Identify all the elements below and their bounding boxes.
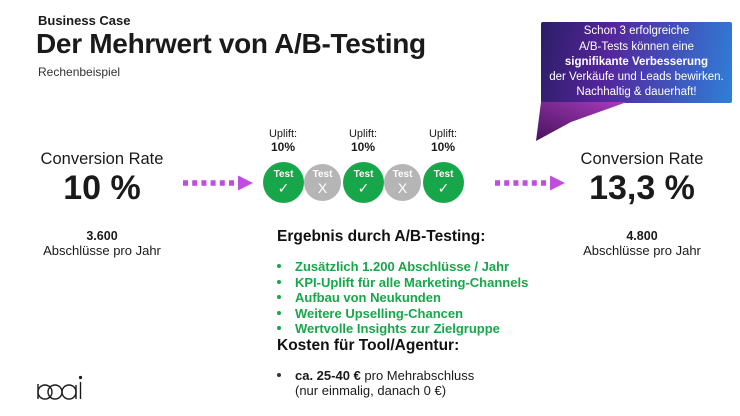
conversion-rate-label-before: Conversion Rate — [40, 150, 164, 168]
test-circle-fail: Test X — [384, 164, 421, 201]
result-item: Aufbau von Neukunden — [277, 290, 547, 306]
test-circle-pass: Test ✓ — [343, 162, 384, 203]
callout-bubble: Schon 3 erfolgreiche A/B-Tests können ei… — [541, 22, 732, 103]
callout-line: der Verkäufe und Leads bewirken. — [549, 71, 724, 84]
uplift-label-1: Uplift: 10% — [268, 128, 298, 154]
conversion-rate-label-after: Conversion Rate — [580, 150, 704, 168]
count-value-after: 4.800 — [626, 229, 658, 243]
bullet-icon — [277, 264, 281, 268]
content-block: Ergebnis durch A/B-Testing: Zusätzlich 1… — [277, 228, 547, 399]
check-icon: ✓ — [277, 180, 290, 196]
x-icon: X — [317, 180, 328, 196]
cost-rest: pro Mehrabschluss — [360, 367, 475, 383]
count-label-before: Abschlüsse pro Jahr — [43, 242, 161, 258]
page-subtitle: Rechenbeispiel — [38, 65, 121, 79]
callout-line: Schon 3 erfolgreiche — [583, 25, 690, 38]
bullet-icon — [277, 295, 281, 300]
metric-before: Conversion Rate 10 % — [28, 150, 176, 208]
result-item: Weitere Upselling-Chancen — [277, 306, 547, 322]
costs-heading: Kosten für Tool/Agentur: — [277, 336, 460, 354]
callout-tail-shape — [536, 102, 627, 141]
bullet-icon — [277, 310, 281, 315]
metric-after: Conversion Rate 13,3 % — [563, 150, 721, 208]
cost-amount: ca. 25-40 € — [295, 367, 361, 383]
check-icon: ✓ — [357, 180, 370, 196]
test-sequence: Test ✓ Test X Test ✓ Test X Test ✓ — [263, 162, 464, 203]
mai-logo — [37, 375, 83, 400]
count-after: 4.800 Abschlüsse pro Jahr — [563, 229, 721, 258]
count-label-after: Abschlüsse pro Jahr — [583, 242, 701, 258]
results-heading: Ergebnis durch A/B-Testing: — [277, 228, 486, 245]
bullet-icon — [277, 372, 281, 377]
result-item: Zusätzlich 1.200 Abschlüsse / Jahr — [277, 259, 547, 275]
conversion-rate-value-before: 10 % — [63, 169, 141, 207]
uplift-label-2: Uplift: 10% — [348, 128, 378, 154]
test-circle-pass: Test ✓ — [263, 162, 304, 203]
dotted-arrow-right-icon — [495, 175, 565, 191]
callout-line: Nachhaltig & dauerhaft! — [576, 86, 697, 99]
cost-note: (nur einmalig, danach 0 €) — [295, 383, 447, 399]
dotted-arrow-left-icon — [183, 175, 253, 191]
result-item: KPI-Uplift für alle Marketing-Channels — [277, 275, 547, 291]
count-before: 3.600 Abschlüsse pro Jahr — [28, 229, 176, 258]
cost-item: ca. 25-40 € pro Mehrabschluss (nur einma… — [277, 368, 547, 399]
eyebrow-label: Business Case — [38, 13, 131, 28]
conversion-rate-value-after: 13,3 % — [589, 169, 695, 207]
callout-line-bold: signifikante Verbesserung — [564, 55, 709, 68]
bullet-icon — [277, 279, 281, 284]
bullet-icon — [277, 326, 281, 331]
test-circle-fail: Test X — [304, 164, 341, 201]
test-circle-pass: Test ✓ — [423, 162, 464, 203]
uplift-label-3: Uplift: 10% — [428, 128, 458, 154]
x-icon: X — [397, 180, 408, 196]
callout-line: A/B-Tests können eine — [578, 40, 695, 53]
results-list: Zusätzlich 1.200 Abschlüsse / Jahr KPI-U… — [277, 259, 547, 337]
page-title: Der Mehrwert von A/B-Testing — [36, 28, 426, 59]
check-icon: ✓ — [437, 180, 450, 196]
count-value-before: 3.600 — [86, 229, 118, 243]
result-item: Wertvolle Insights zur Zielgruppe — [277, 321, 547, 337]
